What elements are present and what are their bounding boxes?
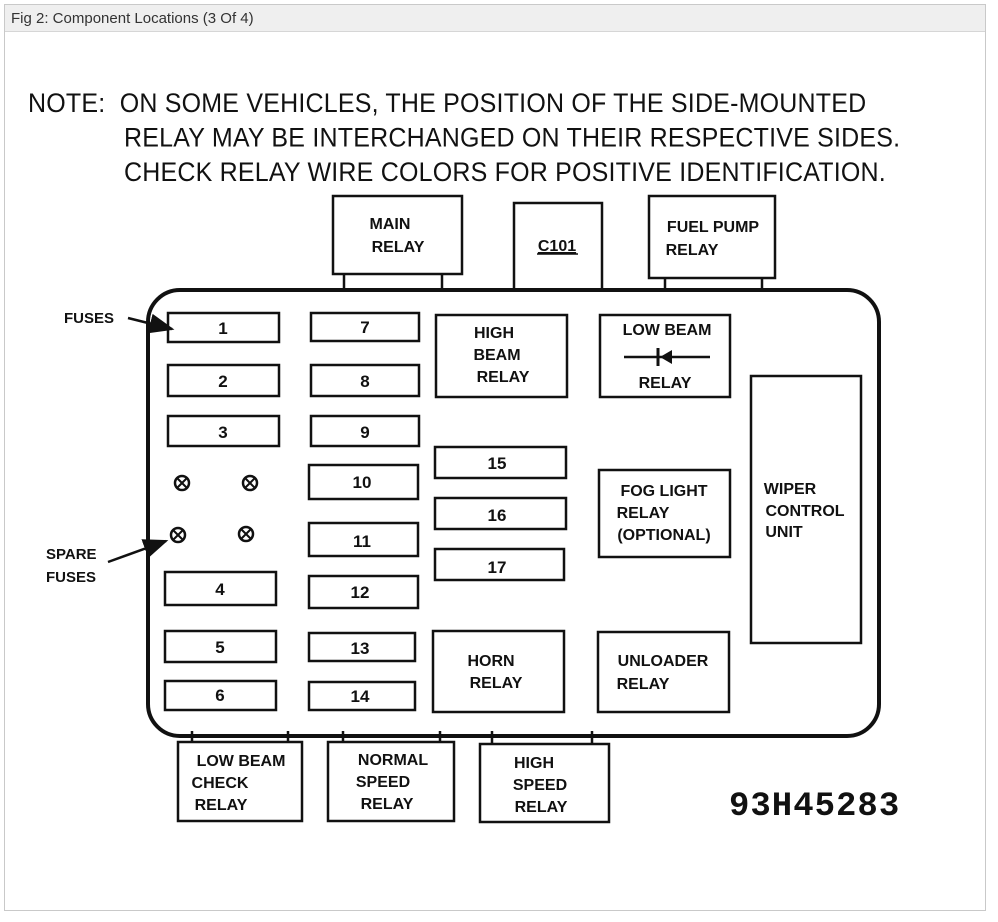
window-title: Fig 2: Component Locations (3 Of 4) bbox=[11, 10, 254, 27]
low-beam-relay-label-1: LOW BEAM bbox=[623, 322, 712, 339]
fuse-1-label: 1 bbox=[218, 319, 227, 338]
normal-speed-label-1: NORMAL bbox=[358, 752, 428, 769]
fuel-pump-relay-label-1: FUEL PUMP bbox=[667, 219, 759, 236]
high-speed-label-2: SPEED bbox=[513, 777, 567, 794]
horn-relay: HORN RELAY bbox=[431, 629, 566, 714]
note-text-1: ON SOME VEHICLES, THE POSITION OF THE SI… bbox=[119, 88, 867, 119]
fuse-1: 1 bbox=[166, 311, 281, 344]
fuse-11: 11 bbox=[307, 521, 420, 558]
fuse-14: 14 bbox=[307, 680, 417, 712]
title-bar: Fig 2: Component Locations (3 Of 4) bbox=[5, 5, 985, 32]
low-beam-relay: LOW BEAM RELAY bbox=[598, 313, 732, 399]
note-text-3: CHECK RELAY WIRE COLORS FOR POSITIVE IDE… bbox=[124, 157, 886, 188]
note-line-1: NOTE: ON SOME VEHICLES, THE POSITION OF … bbox=[28, 86, 900, 121]
lbc-relay-label-2: CHECK bbox=[192, 775, 249, 792]
fuse-7-label: 7 bbox=[360, 318, 369, 337]
fuse-7: 7 bbox=[309, 311, 421, 343]
fuse-16: 16 bbox=[433, 496, 568, 531]
fuse-16-label: 16 bbox=[488, 506, 507, 525]
main-relay: MAIN RELAY bbox=[331, 194, 464, 292]
fuse-12-label: 12 bbox=[351, 583, 370, 602]
fuse-10: 10 bbox=[307, 463, 420, 501]
high-speed-relay: HIGH SPEED RELAY bbox=[478, 731, 611, 824]
fuel-pump-relay-label-2: RELAY bbox=[666, 242, 719, 259]
fuse-11-label: 11 bbox=[353, 532, 371, 551]
wiper-control-unit: WIPER CONTROL UNIT bbox=[749, 374, 863, 645]
high-speed-label-3: RELAY bbox=[515, 799, 568, 816]
low-beam-relay-label-2: RELAY bbox=[639, 375, 692, 392]
low-beam-check-relay: LOW BEAM CHECK RELAY bbox=[176, 731, 304, 823]
figure-code: 93H45283 bbox=[729, 788, 901, 826]
note-text-2: RELAY MAY BE INTERCHANGED ON THEIR RESPE… bbox=[124, 122, 901, 153]
horn-relay-label-2: RELAY bbox=[470, 675, 523, 692]
fuses-callout: FUSES bbox=[64, 310, 114, 327]
fuse-3-label: 3 bbox=[218, 423, 227, 442]
fog-light-relay-label-2: RELAY bbox=[617, 505, 670, 522]
connector-c101: C101 bbox=[512, 201, 604, 293]
fuses-arrow bbox=[127, 313, 175, 334]
fuse-6: 6 bbox=[163, 679, 278, 712]
high-beam-relay: HIGH BEAM RELAY bbox=[434, 313, 569, 399]
fuse-17-label: 17 bbox=[488, 558, 507, 577]
fuse-17: 17 bbox=[433, 547, 566, 582]
fuse-8: 8 bbox=[309, 363, 421, 398]
spare-fuse-marker bbox=[241, 474, 259, 492]
unloader-relay-label-2: RELAY bbox=[617, 676, 670, 693]
fuse-9: 9 bbox=[309, 414, 421, 448]
high-speed-label-1: HIGH bbox=[514, 755, 554, 772]
wiper-label-1: WIPER bbox=[764, 481, 817, 498]
spare-fuse-marker bbox=[173, 474, 191, 492]
fuse-5: 5 bbox=[163, 629, 278, 664]
fog-light-relay-label-3: (OPTIONAL) bbox=[617, 527, 710, 544]
note-block: NOTE: ON SOME VEHICLES, THE POSITION OF … bbox=[28, 86, 900, 190]
wiper-label-3: UNIT bbox=[765, 524, 803, 541]
fog-light-relay-label-1: FOG LIGHT bbox=[620, 483, 707, 500]
spare-fuse-marker bbox=[169, 526, 187, 544]
note-label: NOTE: bbox=[28, 88, 106, 119]
spare-fuses-callout-2: FUSES bbox=[46, 569, 96, 586]
fuse-10-label: 10 bbox=[353, 473, 372, 492]
fuse-2-label: 2 bbox=[218, 372, 227, 391]
normal-speed-relay: NORMAL SPEED RELAY bbox=[326, 731, 456, 823]
fuel-pump-relay: FUEL PUMP RELAY bbox=[647, 194, 777, 292]
high-beam-relay-label-2: BEAM bbox=[473, 347, 520, 364]
high-beam-relay-label-3: RELAY bbox=[477, 369, 530, 386]
horn-relay-label-1: HORN bbox=[467, 653, 514, 670]
fuse-12: 12 bbox=[307, 574, 420, 610]
fuse-8-label: 8 bbox=[360, 372, 369, 391]
fuse-9-label: 9 bbox=[360, 423, 369, 442]
connector-label: C101 bbox=[538, 238, 576, 255]
fuse-5-label: 5 bbox=[215, 638, 224, 657]
lbc-relay-label-1: LOW BEAM bbox=[197, 753, 286, 770]
fuse-3: 3 bbox=[166, 414, 281, 448]
fuse-13-label: 13 bbox=[351, 639, 370, 658]
fuse-4-label: 4 bbox=[215, 580, 225, 599]
lbc-relay-label-3: RELAY bbox=[195, 797, 248, 814]
unloader-relay: UNLOADER RELAY bbox=[596, 630, 731, 714]
spare-fuses-callout-1: SPARE bbox=[46, 546, 97, 563]
high-beam-relay-label-1: HIGH bbox=[474, 325, 514, 342]
unloader-relay-label-1: UNLOADER bbox=[618, 653, 709, 670]
fuse-4: 4 bbox=[163, 570, 278, 607]
fuse-6-label: 6 bbox=[215, 686, 224, 705]
fuse-2: 2 bbox=[166, 363, 281, 398]
normal-speed-label-2: SPEED bbox=[356, 774, 410, 791]
main-relay-label-1: MAIN bbox=[370, 216, 411, 233]
fog-light-relay: FOG LIGHT RELAY (OPTIONAL) bbox=[597, 468, 732, 559]
normal-speed-label-3: RELAY bbox=[361, 796, 414, 813]
diode-icon bbox=[624, 348, 710, 366]
wiper-label-2: CONTROL bbox=[765, 503, 844, 520]
spare-fuse-marker bbox=[237, 525, 255, 543]
main-relay-label-2: RELAY bbox=[372, 239, 425, 256]
fuse-14-label: 14 bbox=[351, 687, 370, 706]
fuse-15: 15 bbox=[433, 445, 568, 480]
fuse-15-label: 15 bbox=[488, 454, 507, 473]
spare-fuses-arrow bbox=[107, 539, 169, 564]
fuse-13: 13 bbox=[307, 631, 417, 663]
